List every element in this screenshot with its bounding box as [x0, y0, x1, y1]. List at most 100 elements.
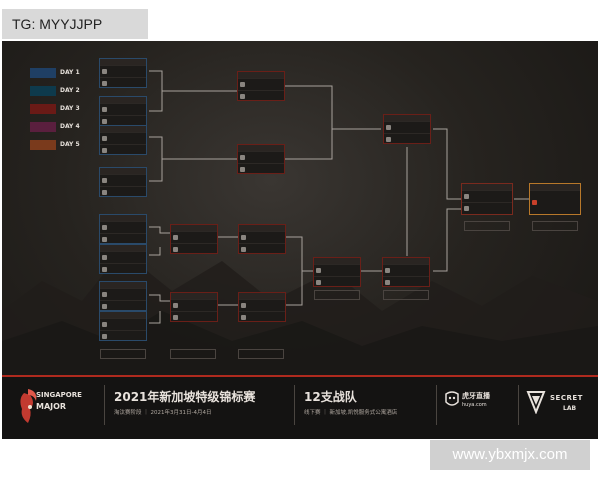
lower-semifinal-match[interactable]	[313, 257, 361, 287]
team-logo-icon	[102, 237, 107, 242]
team-slot	[100, 251, 146, 263]
match-header	[238, 145, 284, 151]
match-header	[100, 126, 146, 132]
team-logo-icon	[240, 167, 245, 172]
singapore-major-logo-icon	[20, 389, 37, 423]
match-header	[100, 282, 146, 288]
lower-r1-match-4[interactable]	[99, 311, 147, 341]
upper-r1-match-4[interactable]	[99, 167, 147, 197]
team-logo-icon	[102, 255, 107, 260]
teams-count: 12支战队	[304, 390, 357, 404]
bracket-poster: DAY 1 DAY 2 DAY 3 DAY 4 DAY 5	[2, 41, 598, 439]
team-logo-icon	[102, 148, 107, 153]
team-logo-icon	[102, 81, 107, 86]
round-label	[170, 349, 216, 359]
lower-r2-match-1[interactable]	[170, 224, 218, 254]
team-slot	[462, 202, 512, 214]
team-slot	[383, 264, 429, 276]
team-slot	[238, 78, 284, 90]
team-logo-icon	[316, 268, 321, 273]
match-header	[383, 258, 429, 264]
legend-swatch	[30, 140, 56, 150]
team-slot	[100, 318, 146, 330]
upper-r1-match-2[interactable]	[99, 96, 147, 126]
team-slot	[239, 311, 285, 323]
team-logo-icon	[386, 137, 391, 142]
upper-r1-match-1[interactable]	[99, 58, 147, 88]
team-logo-icon	[464, 194, 469, 199]
round-label	[100, 349, 146, 359]
team-logo-icon	[241, 247, 246, 252]
match-header	[171, 225, 217, 231]
team-slot	[100, 300, 146, 312]
legend-label: DAY 4	[60, 123, 80, 130]
upper-r2-match-2[interactable]	[237, 144, 285, 174]
match-header	[100, 245, 146, 251]
team-logo-icon	[386, 125, 391, 130]
grand-final-match[interactable]	[461, 183, 513, 215]
singapore-logo-line-2: MAJOR	[36, 402, 67, 411]
footer-divider	[436, 385, 437, 425]
legend-day-3: DAY 3	[30, 104, 88, 114]
team-slot	[462, 190, 512, 202]
team-slot	[314, 276, 360, 288]
team-slot	[100, 221, 146, 233]
footer-accent-line	[2, 375, 598, 377]
upper-r1-match-3[interactable]	[99, 125, 147, 155]
team-slot	[100, 186, 146, 198]
legend-swatch	[30, 86, 56, 96]
team-slot	[171, 231, 217, 243]
champion-box[interactable]	[529, 183, 581, 215]
legend-day-5: DAY 5	[30, 140, 88, 150]
team-slot	[100, 288, 146, 300]
lower-r1-match-1[interactable]	[99, 214, 147, 244]
match-header	[239, 293, 285, 299]
team-slot	[384, 133, 430, 145]
upper-final-match[interactable]	[383, 114, 431, 144]
team-logo-icon	[173, 247, 178, 252]
watermark-top-badge: TG: MYYJJPP	[2, 9, 148, 39]
watermark-url-badge: www.ybxmjx.com	[430, 440, 590, 470]
secret-lab-logo-icon	[526, 391, 546, 414]
team-slot	[100, 174, 146, 186]
team-logo-icon	[102, 107, 107, 112]
lower-final-match[interactable]	[382, 257, 430, 287]
huya-url: huya.com	[462, 402, 487, 408]
match-header	[100, 168, 146, 174]
team-logo-icon	[102, 136, 107, 141]
team-logo-icon	[240, 82, 245, 87]
lower-r2-match-2[interactable]	[170, 292, 218, 322]
team-logo-icon	[102, 190, 107, 195]
round-label	[464, 221, 510, 231]
legend-label: DAY 1	[60, 69, 80, 76]
match-header	[100, 215, 146, 221]
team-logo-icon	[240, 94, 245, 99]
team-slot	[100, 330, 146, 342]
legend-label: DAY 3	[60, 105, 80, 112]
team-slot	[384, 121, 430, 133]
team-slot	[239, 231, 285, 243]
lower-r3-match-1[interactable]	[238, 224, 286, 254]
legend-swatch	[30, 104, 56, 114]
team-slot	[100, 65, 146, 77]
singapore-logo-line-1: SINGAPORE	[36, 391, 82, 399]
team-logo-icon	[102, 267, 107, 272]
match-header	[462, 184, 512, 190]
upper-r2-match-1[interactable]	[237, 71, 285, 101]
champion-slot	[530, 190, 580, 215]
team-slot	[100, 233, 146, 245]
event-venue: 线下赛 ｜ 新加坡,凯悦服务式公寓酒店	[304, 410, 398, 416]
team-logo-icon	[102, 119, 107, 124]
legend-day-1: DAY 1	[30, 68, 88, 78]
footer-divider	[104, 385, 105, 425]
legend-swatch	[30, 122, 56, 132]
match-header	[100, 97, 146, 103]
match-header	[100, 59, 146, 65]
lower-r1-match-2[interactable]	[99, 244, 147, 274]
team-logo-icon	[102, 225, 107, 230]
team-logo-icon	[173, 303, 178, 308]
match-header	[238, 72, 284, 78]
round-label	[314, 290, 360, 300]
lower-r1-match-3[interactable]	[99, 281, 147, 311]
lower-r3-match-2[interactable]	[238, 292, 286, 322]
